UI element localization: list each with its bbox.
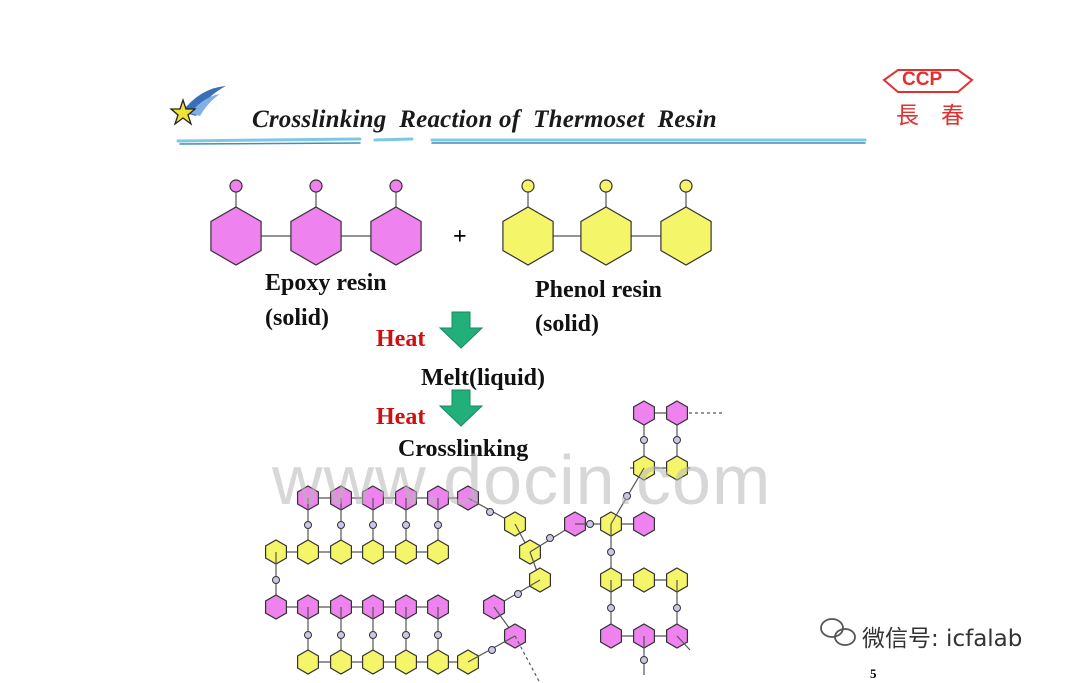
phenol-hexagon <box>660 206 712 266</box>
network-phenol-hexagon <box>665 455 689 481</box>
linker-atom <box>514 590 522 598</box>
linker-atom <box>640 656 648 664</box>
network-phenol-hexagon <box>395 539 417 565</box>
network-epoxy-hexagon <box>265 594 287 620</box>
crosslinking-label: Crosslinking <box>398 436 529 462</box>
linker-atom <box>607 548 615 556</box>
epoxy-pendant <box>309 179 323 193</box>
linker-atom <box>673 604 681 612</box>
network-epoxy-hexagon <box>665 400 689 426</box>
watermark: www.docin.com <box>272 441 772 519</box>
slide-title: Crosslinking Reaction of Thermoset Resin <box>252 106 717 133</box>
phenol-hexagon <box>580 206 632 266</box>
plus-sign: + <box>453 224 467 250</box>
page-number: 5 <box>870 666 877 681</box>
linker-atom <box>586 520 594 528</box>
linker-atom <box>337 521 345 529</box>
linker-atom <box>607 604 615 612</box>
phenol-pendant <box>521 179 535 193</box>
wechat-id: 微信号: icfalab <box>862 626 1023 652</box>
network-phenol-hexagon <box>427 649 449 675</box>
ccp-logo <box>882 69 974 93</box>
epoxy-hexagon <box>370 206 422 266</box>
bond <box>514 635 541 683</box>
linker-atom <box>272 576 280 584</box>
epoxy-hexagon <box>290 206 342 266</box>
epoxy-state: (solid) <box>265 305 330 331</box>
linker-atom <box>337 631 345 639</box>
epoxy-hexagon <box>210 206 262 266</box>
network-phenol-hexagon <box>297 539 319 565</box>
heat-arrow-1 <box>438 311 484 349</box>
linker-atom <box>402 521 410 529</box>
epoxy-pendant <box>389 179 403 193</box>
linker-atom <box>546 534 554 542</box>
network-epoxy-hexagon <box>599 623 623 649</box>
network-phenol-hexagon <box>427 539 449 565</box>
network-phenol-hexagon <box>632 567 656 593</box>
phenol-label: Phenol resin <box>535 277 662 303</box>
linker-atom <box>640 436 648 444</box>
title-underline <box>176 137 867 145</box>
phenol-pendant <box>599 179 613 193</box>
network-phenol-hexagon <box>395 649 417 675</box>
linker-atom <box>434 631 442 639</box>
network-phenol-hexagon <box>362 649 384 675</box>
linker-atom <box>402 631 410 639</box>
bond <box>676 635 691 651</box>
linker-atom <box>623 492 631 500</box>
linker-atom <box>488 646 496 654</box>
phenol-pendant <box>679 179 693 193</box>
logo-chinese: 長春 <box>896 103 986 129</box>
heat-label-2: Heat <box>376 404 426 430</box>
heat-label-1: Heat <box>376 326 426 352</box>
melt-label: Melt(liquid) <box>421 365 545 391</box>
network-epoxy-hexagon <box>632 511 656 537</box>
linker-atom <box>486 508 494 516</box>
network-phenol-hexagon <box>362 539 384 565</box>
epoxy-pendant <box>229 179 243 193</box>
phenol-state: (solid) <box>535 311 600 337</box>
network-phenol-hexagon <box>330 649 352 675</box>
linker-atom <box>369 521 377 529</box>
phenol-hexagon <box>502 206 554 266</box>
linker-atom <box>369 631 377 639</box>
heat-arrow-2 <box>438 389 484 427</box>
linker-atom <box>434 521 442 529</box>
network-epoxy-hexagon <box>632 400 656 426</box>
linker-atom <box>304 631 312 639</box>
wechat-icon <box>820 618 856 646</box>
logo-text: CCP <box>902 69 943 90</box>
network-phenol-hexagon <box>297 649 319 675</box>
linker-atom <box>673 436 681 444</box>
network-phenol-hexagon <box>330 539 352 565</box>
shooting-star-icon <box>169 86 226 126</box>
linker-atom <box>304 521 312 529</box>
epoxy-label: Epoxy resin <box>265 270 387 296</box>
